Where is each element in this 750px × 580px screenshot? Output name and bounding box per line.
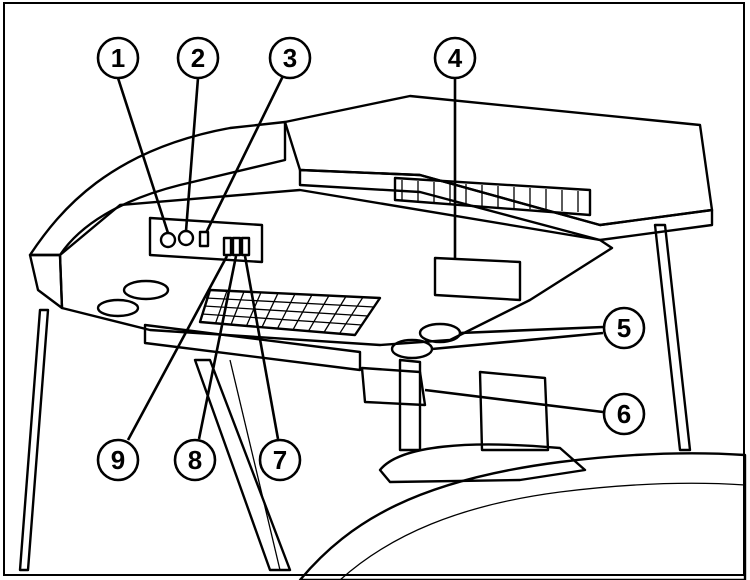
grid-line (205, 297, 375, 308)
callout-label-2: 2 (191, 43, 205, 73)
rotary-knob-2 (177, 229, 195, 247)
pillar-left (18, 308, 50, 572)
callout-circle-4 (433, 36, 477, 80)
callout-circle-7 (258, 438, 302, 482)
rotary-knob-1 (159, 231, 177, 249)
callout-circle-3 (268, 36, 312, 80)
grid-line (203, 305, 369, 317)
callout-leader-1 (116, 77, 170, 234)
callout-label-6: 6 (617, 399, 631, 429)
callout-leader-8 (197, 255, 238, 440)
callout-label-1: 1 (111, 43, 125, 73)
hood-contour (339, 482, 746, 580)
roof-canopy-top (28, 120, 287, 257)
callout-label-5: 5 (617, 313, 631, 343)
callout-label-4: 4 (448, 43, 463, 73)
label-plate (433, 256, 522, 302)
speaker-left (122, 279, 170, 301)
callout-label-8: 8 (188, 445, 202, 475)
callout-leader-5 (431, 331, 604, 351)
wiper-rod (229, 359, 281, 571)
callout-leader-5 (459, 325, 604, 335)
air-vent-5a (418, 322, 462, 344)
callout-circle-8 (173, 438, 217, 482)
vent-grille (393, 176, 592, 217)
pillar-right (653, 223, 692, 452)
wiper-arm (193, 358, 292, 572)
switch-3 (198, 230, 210, 248)
ceiling-grid-panel (198, 288, 382, 337)
switch-8 (231, 236, 242, 257)
callouts-group: 1 2 3 4 5 6 7 8 9 (96, 36, 646, 482)
roof-underside-panel (58, 188, 614, 347)
callout-label-7: 7 (273, 445, 287, 475)
callout-leader-9 (126, 255, 229, 441)
callout-leader-3 (204, 75, 285, 234)
roof-left-lip (28, 253, 64, 310)
interior-lamp (360, 366, 427, 407)
callout-leader-6 (424, 388, 604, 414)
callout-label-9: 9 (111, 445, 125, 475)
sun-visor-roller (143, 323, 362, 372)
callout-circle-9 (96, 438, 140, 482)
callout-circle-2 (176, 36, 220, 80)
dashboard-hood (298, 452, 747, 580)
diagram-frame (3, 2, 745, 576)
callout-circle-1 (96, 36, 140, 80)
switch-9 (222, 236, 233, 257)
grid-line (201, 313, 363, 326)
callout-leader-2 (184, 77, 200, 232)
control-panel (148, 216, 264, 264)
roof-upper-box-front (298, 168, 714, 242)
callout-circle-5 (602, 306, 646, 350)
seat-backrest (478, 370, 550, 452)
switch-7 (240, 236, 251, 257)
callout-leader-7 (243, 255, 280, 440)
callout-label-3: 3 (283, 43, 297, 73)
speaker-left-2 (96, 298, 140, 318)
seat-cushion (378, 443, 587, 484)
callout-circle-6 (602, 392, 646, 436)
